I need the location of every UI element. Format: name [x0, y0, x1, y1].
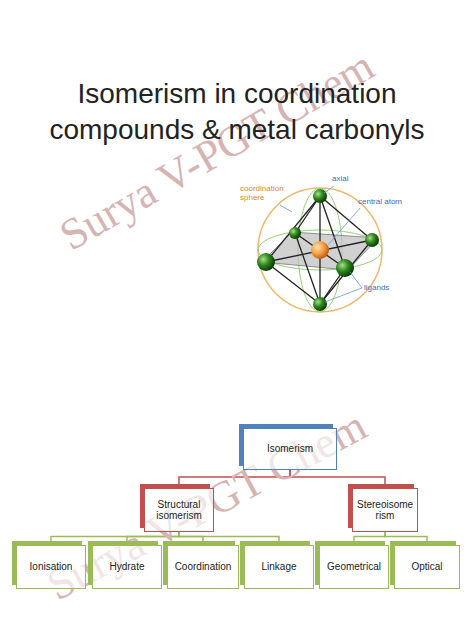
- watermark: Surya V-PGT Chem: [51, 40, 383, 261]
- type-box: Optical: [394, 545, 460, 589]
- type-box: Linkage: [244, 545, 314, 589]
- central-atom: [311, 241, 329, 259]
- box-label: Ionisation: [30, 561, 73, 573]
- illustration-label: ligands: [364, 284, 414, 293]
- connector: [354, 532, 385, 541]
- box-label: Structural isomerism: [149, 499, 209, 522]
- category-box: Structural isomerism: [144, 488, 214, 532]
- root-box: Isomerism: [243, 428, 337, 470]
- illustration-label: coordination sphere: [240, 185, 290, 203]
- coordination-sphere-circle: [258, 188, 382, 312]
- box-label: Hydrate: [109, 561, 144, 573]
- box-label: Geometrical: [327, 561, 381, 573]
- box-label: Stereoisome rism: [357, 499, 413, 522]
- illustration-label: central atom: [358, 198, 418, 207]
- illustration-label: axial: [332, 175, 372, 184]
- box-label: Coordination: [175, 561, 232, 573]
- type-box: Coordination: [167, 545, 239, 589]
- category-box: Stereoisome rism: [352, 488, 418, 532]
- title: Isomerism in coordination compounds & me…: [10, 76, 464, 148]
- ligand-spheres: [257, 189, 379, 311]
- connector: [385, 532, 427, 541]
- leader-lines: [280, 186, 362, 302]
- box-label: Optical: [411, 561, 442, 573]
- box-label: Isomerism: [267, 443, 313, 455]
- type-box: Hydrate: [92, 545, 162, 589]
- bonds: [266, 196, 372, 304]
- box-label: Linkage: [261, 561, 296, 573]
- type-box: Geometrical: [319, 545, 389, 589]
- type-box: Ionisation: [16, 545, 86, 589]
